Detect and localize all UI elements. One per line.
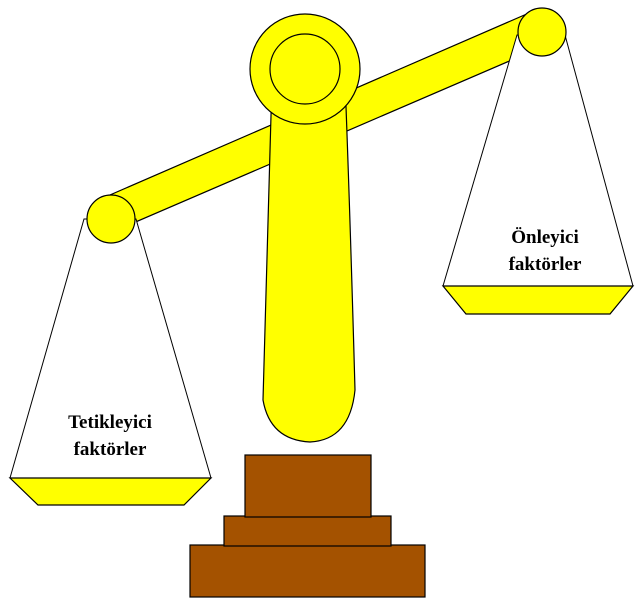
left-pan-hinge (86, 194, 136, 244)
pedestal-middle-step (223, 515, 392, 547)
left-pan-label-line-2: faktörler (73, 439, 147, 460)
right-pan-assembly (441, 7, 635, 315)
left-pan-label-line-1: Tetikleyici (68, 412, 152, 433)
right-pan-tray (441, 285, 635, 315)
pedestal-top-step (244, 454, 372, 518)
pedestal-bottom-step (189, 544, 426, 598)
pedestal (189, 454, 426, 598)
pivot-inner-ring (269, 33, 341, 105)
right-pan-label-line-2: faktörler (508, 254, 582, 275)
balance-post (262, 79, 356, 443)
right-pan-hinge (517, 7, 567, 57)
left-pan-tray (8, 477, 213, 506)
left-pan-assembly (8, 194, 213, 506)
right-pan-label-line-1: Önleyici (511, 227, 579, 248)
